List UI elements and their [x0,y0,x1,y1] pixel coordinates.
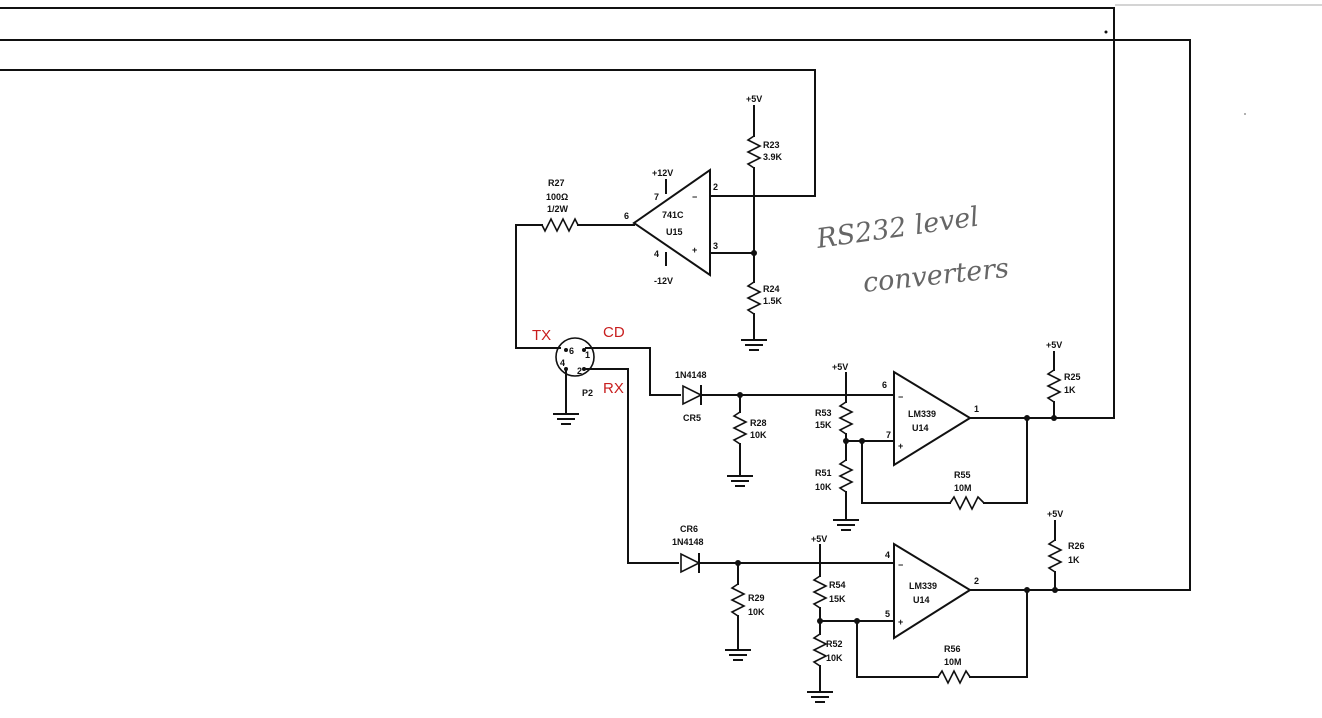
r24-ref: R24 [763,284,780,294]
u15-pin7: 7 [654,192,659,202]
r51-ref: R51 [815,468,832,478]
cr5-part: 1N4148 [675,370,707,380]
r23-r24-divider: +5V R23 3.9K R24 1.5K [711,94,783,351]
u14b-pin2: 2 [974,576,979,586]
u14a-minus: − [898,392,903,402]
u15-opamp: 741C U15 − + +12V 7 4 -12V 6 2 3 [624,168,718,286]
bus-lines [0,4,1322,591]
r24-value: 1.5K [763,296,783,306]
u15-pin4: 4 [654,249,659,259]
u14a-pin1: 1 [974,404,979,414]
supply-a-label: +5V [832,362,848,372]
u14b-ref: U14 [913,595,930,605]
u15-pin6: 6 [624,211,629,221]
u15-part: 741C [662,210,684,220]
r23-value: 3.9K [763,152,783,162]
p2-pin6: 6 [569,346,574,356]
u15-minus: − [692,192,697,202]
u15-plus: + [692,245,697,255]
r29-ref: R29 [748,593,765,603]
p2-ref: P2 [582,388,593,398]
cr5-ref: CR5 [683,413,701,423]
r53-value: 15K [815,420,832,430]
rx-label: RX [603,380,624,397]
u14a-ref: U14 [912,423,929,433]
r27-ref: R27 [548,178,565,188]
u15-ref: U15 [666,227,683,237]
r25-value: 1K [1064,385,1076,395]
u15-pin2: 2 [713,182,718,192]
top-supply-label: +5V [746,94,762,104]
u14a-part: LM339 [908,409,936,419]
p2-pin1: 1 [585,350,590,360]
note-line1: RS232 level [814,201,981,255]
r27-resistor: R27 100Ω 1/2W [515,178,635,349]
u14b-minus: − [898,560,903,570]
r55-value: 10M [954,483,972,493]
u14b-plus: + [898,617,903,627]
note-line2: converters [861,253,1010,299]
u14b-pin5: 5 [885,609,890,619]
supply-b-label: +5V [811,534,827,544]
r26-supply: +5V [1047,509,1063,519]
u14a-comparator: LM339 U14 − + 6 7 1 +5V R25 1K [882,340,1115,467]
r27-value: 100Ω [546,192,568,202]
r51-value: 10K [815,482,832,492]
r27-power: 1/2W [547,204,569,214]
r28-ref: R28 [750,418,767,428]
r26-ref: R26 [1068,541,1085,551]
u15-vpos: +12V [652,168,673,178]
r25-ref: R25 [1064,372,1081,382]
u14b-comparator: LM339 U14 − + 4 5 2 +5V R26 1K [885,509,1191,640]
r55-ref: R55 [954,470,971,480]
cr6-part: 1N4148 [672,537,704,547]
p2-pin2: 2 [577,366,582,376]
u14b-part: LM339 [909,581,937,591]
handwritten-note: RS232 level converters [814,201,1011,298]
u14a-plus: + [898,441,903,451]
u15-vneg: -12V [654,276,673,286]
r25-supply: +5V [1046,340,1062,350]
r29-value: 10K [748,607,765,617]
r26-value: 1K [1068,555,1080,565]
r56-ref: R56 [944,644,961,654]
r54-value: 15K [829,594,846,604]
r52-value: 10K [826,653,843,663]
r52-ref: R52 [826,639,843,649]
r53-ref: R53 [815,408,832,418]
u14b-pin4: 4 [885,550,890,560]
r54-ref: R54 [829,580,846,590]
rx-channel: CR6 1N4148 R29 10K +5V R54 15K R52 10K R… [585,368,1028,703]
r28-value: 10K [750,430,767,440]
cr6-ref: CR6 [680,524,698,534]
p2-pin4: 4 [560,358,565,368]
r23-ref: R23 [763,140,780,150]
tx-label: TX [532,327,551,344]
u15-pin3: 3 [713,241,718,251]
connector-p2: 6 1 2 4 P2 TX CD RX [532,324,625,425]
u14a-pin6: 6 [882,380,887,390]
r56-value: 10M [944,657,962,667]
cd-channel: 1N4148 CR5 R28 10K +5V R53 15K R51 10K R… [585,347,1028,531]
u14a-pin7: 7 [886,430,891,440]
cd-label: CD [603,324,625,341]
